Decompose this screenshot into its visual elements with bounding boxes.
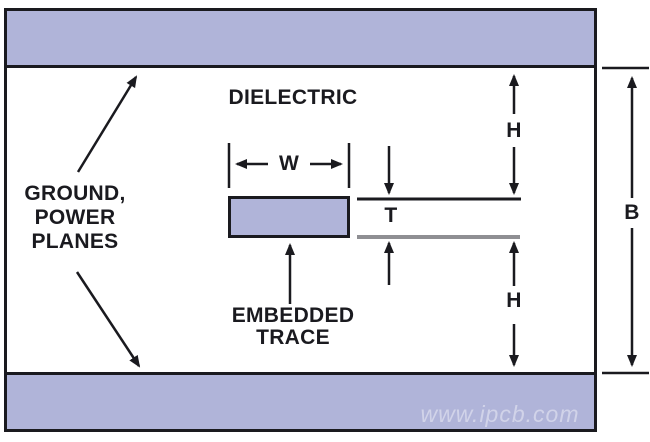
embedded-trace-label: EMBEDDED TRACE: [231, 304, 355, 349]
dielectric-label: DIELECTRIC: [228, 86, 358, 109]
w-dim-label: W: [278, 152, 300, 175]
b-dim-label: B: [624, 201, 640, 224]
t-dim-label: T: [384, 204, 398, 227]
bottom-ground-plane: [4, 372, 597, 432]
h-lower-dim-label: H: [506, 289, 522, 312]
embedded-trace-rect: [228, 196, 350, 238]
top-ground-plane: [4, 8, 597, 68]
ground-planes-label: GROUND, POWER PLANES: [24, 182, 126, 253]
h-upper-dim-label: H: [506, 119, 522, 142]
watermark-text: www.ipcb.com: [420, 401, 580, 427]
